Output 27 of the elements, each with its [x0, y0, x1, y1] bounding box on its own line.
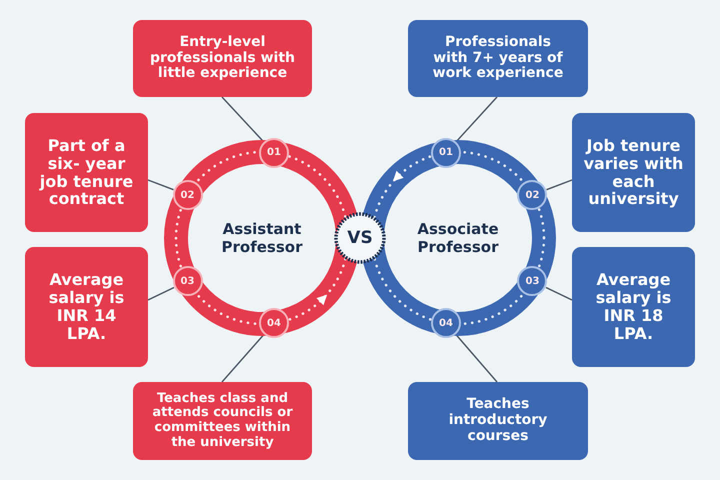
step-number: 03 — [517, 266, 548, 296]
info-box: Average salary is INR 18 LPA. — [572, 247, 695, 367]
step-number: 02 — [517, 180, 548, 210]
step-number: 01 — [258, 138, 289, 168]
leader-line — [148, 179, 174, 190]
info-box: Part of a six- year job tenure contract — [25, 113, 148, 232]
info-box: Job tenure varies with each university — [572, 113, 695, 232]
step-number: 04 — [431, 308, 462, 338]
info-box: Professionals with 7+ years of work experience — [408, 20, 588, 97]
vs-label: VS — [347, 228, 373, 248]
leader-line — [456, 96, 498, 142]
step-number: 03 — [172, 266, 203, 296]
step-number: 01 — [431, 138, 462, 168]
ring-title: Associate Professor — [416, 220, 500, 256]
leader-line — [455, 334, 498, 382]
info-box: Average salary is INR 14 LPA. — [25, 247, 148, 367]
info-box: Teaches class and attends councils or committees within the university — [133, 382, 312, 460]
leader-line — [221, 334, 265, 382]
leader-line — [546, 286, 572, 301]
step-number: 02 — [172, 180, 203, 210]
info-box: Entry-level professionals with little experience — [133, 20, 312, 97]
leader-line — [546, 179, 572, 190]
leader-line — [221, 96, 264, 142]
leader-line — [148, 286, 174, 301]
info-box: Teaches introductory courses — [408, 382, 588, 460]
ring-title: Assistant Professor — [220, 220, 304, 256]
vs-circle — [334, 212, 386, 264]
